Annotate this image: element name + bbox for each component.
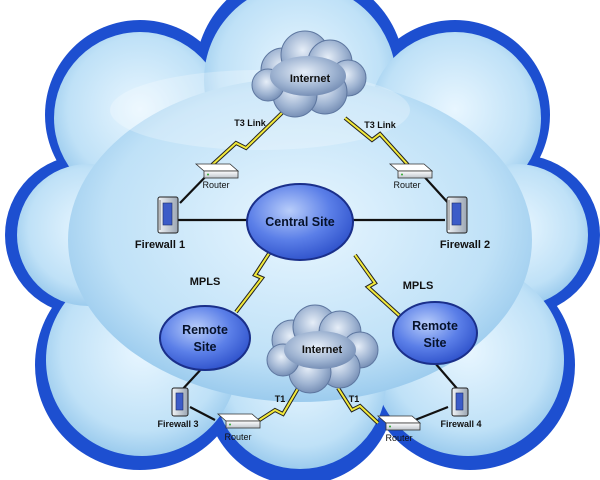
mpls-left-label: MPLS [190,276,221,288]
firewall-1: Firewall 1 [135,196,185,251]
firewall-2-label: Firewall 2 [440,239,490,251]
central-site-label: Central Site [265,215,335,229]
t1-right-label: T1 [349,394,360,404]
firewall-3: Firewall 3 [157,387,199,429]
internet-top-label: Internet [290,73,331,85]
router-fw4-line [414,405,449,422]
internet-bottom-label: Internet [302,344,343,356]
mpls-right-label: MPLS [403,280,434,292]
router-bottom-left-label: Router [224,432,251,442]
remote-site-left-node: Remote Site [159,305,251,371]
router-top-right-label: Router [393,180,420,190]
router-top-right: Router [388,163,434,190]
router-bottom-right: Router [376,415,422,443]
router-top-left-label: Router [202,180,229,190]
internet-cloud-bottom: Internet [266,304,379,394]
t1-left-label: T1 [275,394,286,404]
router-top-left: Router [194,163,240,190]
wan-links [210,108,410,425]
remote-fw4-line [434,362,461,393]
central-site-node: Central Site [246,183,354,261]
router-bottom-right-label: Router [385,433,412,443]
router-bottom-left: Router [216,413,262,442]
fw3-router-line [189,406,216,421]
firewall-1-label: Firewall 1 [135,239,185,251]
remote-site-right-line2: Site [424,336,447,350]
firewall-4: Firewall 4 [440,387,482,429]
firewall-4-label: Firewall 4 [440,419,481,429]
remote-site-right-node: Remote Site [392,301,478,365]
remote-site-left-line1: Remote [182,323,228,337]
internet-cloud-top: Internet [251,30,367,118]
remote-site-right-line1: Remote [412,319,458,333]
firewall-2: Firewall 2 [440,196,490,251]
t3-link-left-label: T3 Link [234,118,266,128]
firewall-3-label: Firewall 3 [157,419,198,429]
remote-site-left-line2: Site [194,340,217,354]
t3-link-right-label: T3 Link [364,120,396,130]
